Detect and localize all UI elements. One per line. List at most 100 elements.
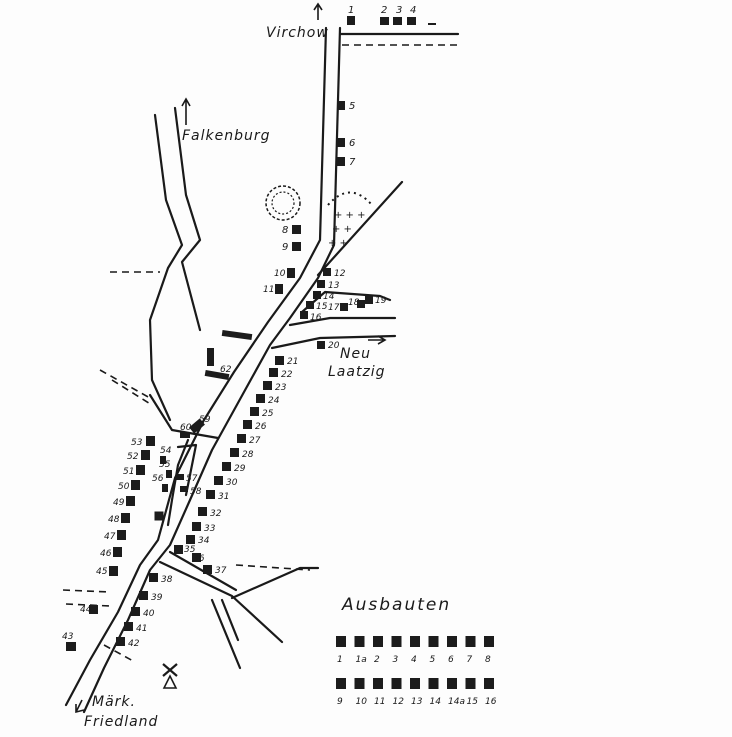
label-27: 27 (249, 436, 261, 446)
house-58 (180, 486, 188, 492)
label-50: 50 (118, 482, 130, 492)
house-32 (198, 507, 207, 516)
house-59 (189, 418, 205, 434)
label-51: 51 (123, 467, 134, 477)
house-46 (113, 547, 122, 557)
legend-label-11: 11 (374, 697, 385, 707)
house-16 (300, 311, 308, 319)
label-6: 6 (349, 138, 355, 149)
house-56 (162, 484, 168, 492)
house-8 (292, 225, 301, 234)
arrow-north-virchow-icon (313, 2, 323, 20)
house-62c (204, 369, 230, 381)
label-11: 11 (263, 285, 274, 295)
house-5 (337, 101, 345, 110)
house-37 (203, 565, 212, 574)
label-59: 59 (199, 415, 211, 425)
legend-house-1a (354, 636, 365, 647)
legend-label-14: 14 (430, 697, 442, 707)
label-42: 42 (128, 639, 140, 649)
label-33: 33 (204, 524, 216, 534)
label-40: 40 (143, 609, 155, 619)
house-60 (180, 432, 190, 438)
house-52 (141, 450, 150, 460)
house-15 (306, 301, 314, 309)
legend-house-9 (336, 678, 346, 689)
label-17: 17 (328, 303, 340, 313)
house-6 (337, 138, 345, 147)
house-10 (287, 268, 295, 278)
pond (265, 185, 301, 221)
house-14 (313, 291, 321, 299)
label-58: 58 (190, 487, 202, 497)
house-45 (109, 566, 118, 576)
label-4: 4 (410, 5, 416, 16)
label-48: 48 (108, 515, 120, 525)
house-13 (317, 280, 325, 288)
house-54 (160, 456, 166, 464)
label-18: 18 (348, 298, 360, 308)
label-16: 16 (310, 313, 322, 323)
house-11 (275, 284, 283, 294)
legend-label-3: 3 (393, 655, 399, 665)
house-43 (66, 642, 76, 651)
legend-house-2 (373, 636, 383, 647)
house-24 (256, 394, 265, 403)
legend-label-9: 9 (337, 697, 343, 707)
label-54: 54 (160, 446, 172, 456)
legend-house-14 (428, 678, 439, 689)
svg-text:+ + +: + + + (334, 210, 366, 221)
house-3 (393, 17, 402, 25)
house-36 (192, 553, 201, 562)
label-14: 14 (323, 292, 335, 302)
house-25 (250, 407, 259, 416)
diagonal-lane (316, 180, 404, 277)
label-7: 7 (349, 157, 356, 168)
house-51 (136, 465, 145, 475)
label-45: 45 (96, 567, 108, 577)
house-18 (357, 300, 365, 308)
west-branch (148, 393, 220, 440)
house-48 (121, 513, 130, 523)
main-road-west-edge (64, 26, 328, 707)
label-62: 62 (220, 365, 232, 375)
house-20 (317, 341, 325, 349)
house-4a (428, 23, 436, 25)
road-east-lower (230, 566, 320, 600)
neu-laatzig-road-top (288, 316, 397, 327)
falkenburg-road-right (173, 106, 202, 332)
house-35 (174, 545, 183, 554)
label-13: 13 (328, 281, 340, 291)
label-20: 20 (328, 341, 340, 351)
label-49: 49 (113, 498, 125, 508)
label-3: 3 (396, 5, 402, 16)
label-53: 53 (131, 438, 143, 448)
legend-label-14a: 14a (448, 697, 465, 707)
label-52: 52 (127, 452, 139, 462)
legend-house-3 (391, 636, 402, 647)
legend-house-6 (447, 636, 457, 647)
roads (64, 26, 460, 714)
road-southeast-1 (158, 560, 284, 644)
label-31: 31 (218, 492, 229, 502)
house-42 (116, 637, 125, 646)
label-57: 57 (186, 474, 198, 484)
label-46: 46 (100, 549, 112, 559)
inner-block (166, 438, 198, 527)
house-19 (365, 296, 373, 304)
main-road-east-edge (82, 26, 342, 714)
legend-label-6: 6 (448, 655, 454, 665)
place-friedland: Friedland (84, 714, 158, 730)
svg-text:+ +: + + (328, 238, 348, 249)
legend-house-8 (484, 636, 494, 647)
label-2: 2 (381, 5, 387, 16)
legend-label-7: 7 (467, 655, 473, 665)
house-50 (131, 480, 140, 490)
svg-text:+ +: + + (332, 224, 352, 235)
label-29: 29 (234, 464, 246, 474)
